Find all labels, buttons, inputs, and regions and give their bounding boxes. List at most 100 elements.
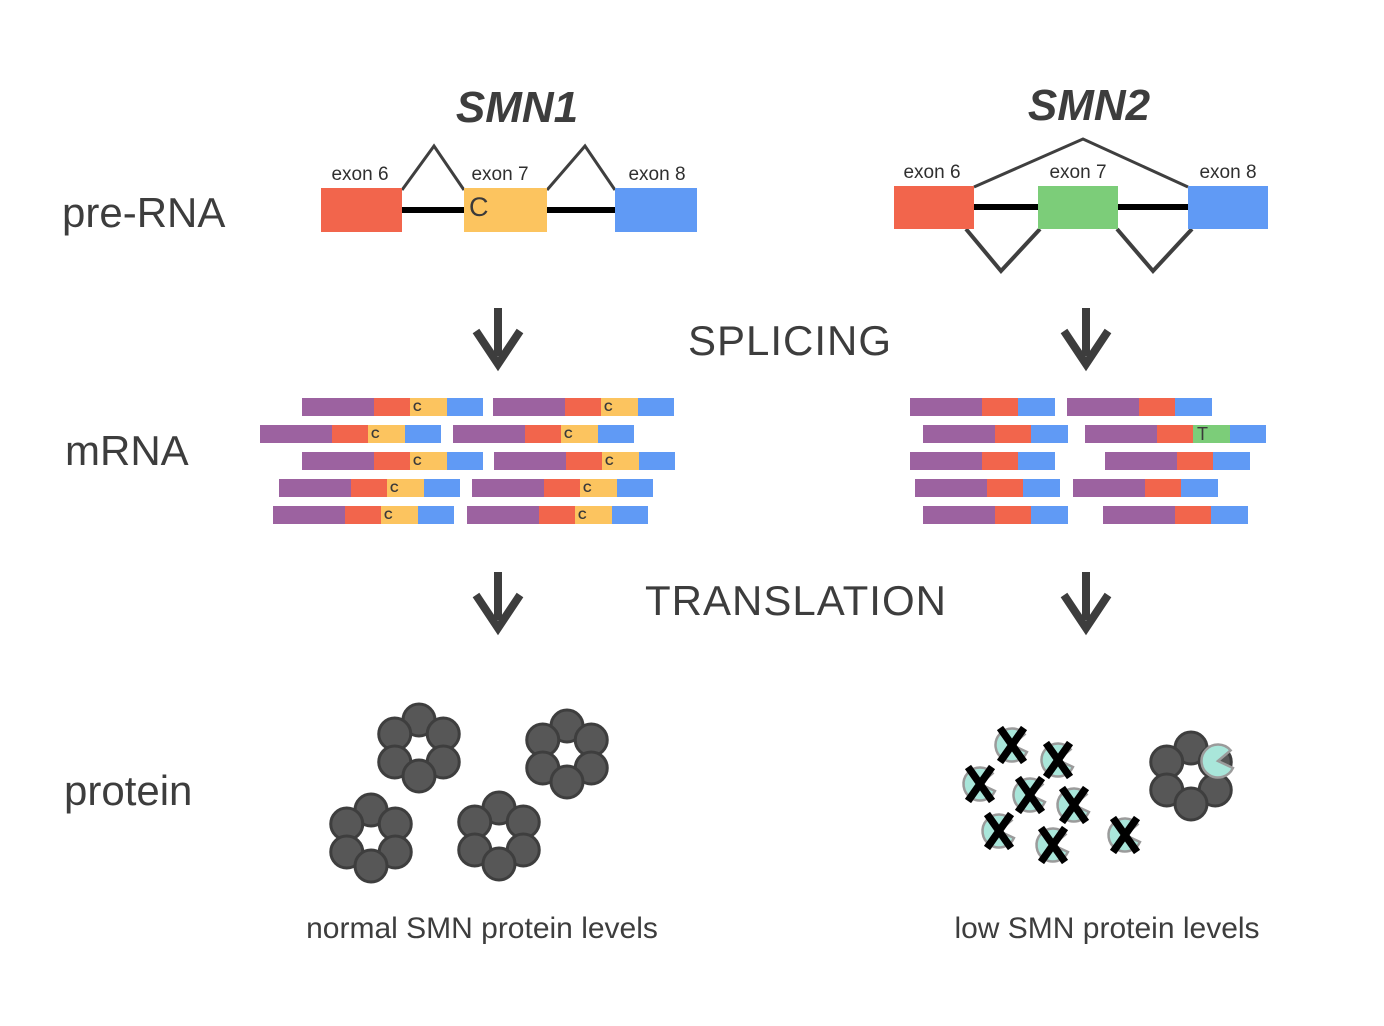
segment-purple xyxy=(1067,398,1139,416)
segment-exon8 xyxy=(598,425,634,443)
segment-purple xyxy=(453,425,525,443)
segment-exon6 xyxy=(345,506,381,524)
smn2-splice-v1 xyxy=(964,227,1042,275)
segment-exon8 xyxy=(447,452,483,470)
segment-exon8 xyxy=(1230,425,1266,443)
segment-exon7: C xyxy=(601,398,638,416)
down-arrow-icon xyxy=(1060,328,1112,372)
smn1-mrna-transcript: C xyxy=(493,398,674,416)
segment-exon7: C xyxy=(580,479,617,497)
truncated-protein-fragment xyxy=(1200,743,1235,779)
smn2-exon8-box xyxy=(1188,186,1268,229)
smn2-mrna-transcript xyxy=(1105,452,1250,470)
down-arrow-icon xyxy=(472,592,524,636)
degraded-protein-fragment xyxy=(981,811,1016,851)
segment-exon8 xyxy=(1031,506,1068,524)
smn1-mrna-base-c: C xyxy=(605,454,614,468)
segment-exon8 xyxy=(447,398,483,416)
splicing-arrows xyxy=(472,308,1112,372)
smn1-mrna-transcript: C xyxy=(453,425,634,443)
segment-exon7: C xyxy=(387,479,424,497)
smn2-exon6-label: exon 6 xyxy=(903,162,961,183)
segment-exon8 xyxy=(1211,506,1248,524)
segment-purple xyxy=(302,398,374,416)
segment-exon6 xyxy=(1139,398,1175,416)
smn1-mrna-base-c: C xyxy=(413,400,422,414)
x-mark-icon xyxy=(1014,775,1046,815)
smn2-skip-line xyxy=(973,137,1189,189)
smn2-mrna-transcript xyxy=(910,452,1055,470)
segment-purple xyxy=(910,452,982,470)
segment-exon6 xyxy=(1157,425,1193,443)
protein-subunit xyxy=(401,758,437,794)
degraded-protein-fragment xyxy=(1056,785,1091,825)
row-label-protein: protein xyxy=(64,767,193,814)
segment-exon6 xyxy=(539,506,575,524)
segment-purple xyxy=(467,506,539,524)
smn2-mrna-transcript: T xyxy=(1085,424,1266,444)
segment-exon8 xyxy=(418,506,454,524)
smn2-mrna-base-t: T xyxy=(1197,424,1208,444)
degraded-protein-fragment xyxy=(994,725,1029,765)
smn1-mrna-base-c: C xyxy=(604,400,613,414)
segment-exon6 xyxy=(351,479,387,497)
segment-purple xyxy=(260,425,332,443)
smn1-splice-v2 xyxy=(545,143,617,191)
segment-exon8 xyxy=(1181,479,1218,497)
segment-purple xyxy=(923,506,995,524)
segment-exon6 xyxy=(982,398,1018,416)
segment-purple xyxy=(494,452,566,470)
smn1-mrna-transcript: C xyxy=(494,452,675,470)
smn1-mrna-transcript: C xyxy=(279,479,460,497)
smn1-exon6-box xyxy=(321,188,402,232)
segment-purple xyxy=(1105,452,1177,470)
smn2-mrna-transcript xyxy=(910,398,1055,416)
x-mark-icon xyxy=(1109,815,1141,855)
segment-exon6 xyxy=(544,479,580,497)
segment-exon8 xyxy=(639,452,675,470)
segment-purple xyxy=(1073,479,1145,497)
x-mark-icon xyxy=(1037,825,1069,865)
segment-purple xyxy=(923,425,995,443)
down-arrow-icon xyxy=(472,328,524,372)
smn1-exon7-box xyxy=(464,188,547,232)
smn2-exon8-label: exon 8 xyxy=(1199,162,1257,183)
smn1-mrna-base-c: C xyxy=(371,427,380,441)
smn1-splice-v1 xyxy=(400,143,466,191)
segment-exon8 xyxy=(424,479,460,497)
segment-exon6 xyxy=(1145,479,1181,497)
x-mark-icon xyxy=(1042,740,1074,780)
segment-exon8 xyxy=(638,398,674,416)
translation-arrows xyxy=(472,572,1112,636)
row-label-pre-rna: pre-RNA xyxy=(62,189,226,236)
segment-exon6 xyxy=(374,452,410,470)
segment-exon8 xyxy=(1175,398,1212,416)
segment-exon8 xyxy=(1213,452,1250,470)
segment-exon7: C xyxy=(381,506,418,524)
smn1-exon8-box xyxy=(615,188,697,232)
smn1-mrna-base-c: C xyxy=(578,508,587,522)
smn1-title: SMN1 xyxy=(455,83,579,132)
x-mark-icon xyxy=(996,725,1028,765)
smn1-exon7-base-c: C xyxy=(469,192,489,222)
segment-exon7: C xyxy=(575,506,612,524)
segment-purple xyxy=(910,398,982,416)
segment-exon6 xyxy=(332,425,368,443)
smn1-mrna-transcript: C xyxy=(273,506,454,524)
x-mark-icon xyxy=(1058,785,1090,825)
smn1-mrna-transcript: C xyxy=(467,506,648,524)
segment-purple xyxy=(915,479,987,497)
degraded-protein-fragment xyxy=(1012,775,1047,815)
segment-exon8 xyxy=(1023,479,1060,497)
protein-layer xyxy=(329,702,1235,884)
smn1-mrna-base-c: C xyxy=(583,481,592,495)
segment-exon6 xyxy=(995,425,1031,443)
segment-purple xyxy=(472,479,544,497)
segment-purple xyxy=(302,452,374,470)
smn2-mrna-transcript xyxy=(915,479,1060,497)
segment-exon8 xyxy=(612,506,648,524)
segment-exon6 xyxy=(995,506,1031,524)
segment-exon8 xyxy=(1018,452,1055,470)
